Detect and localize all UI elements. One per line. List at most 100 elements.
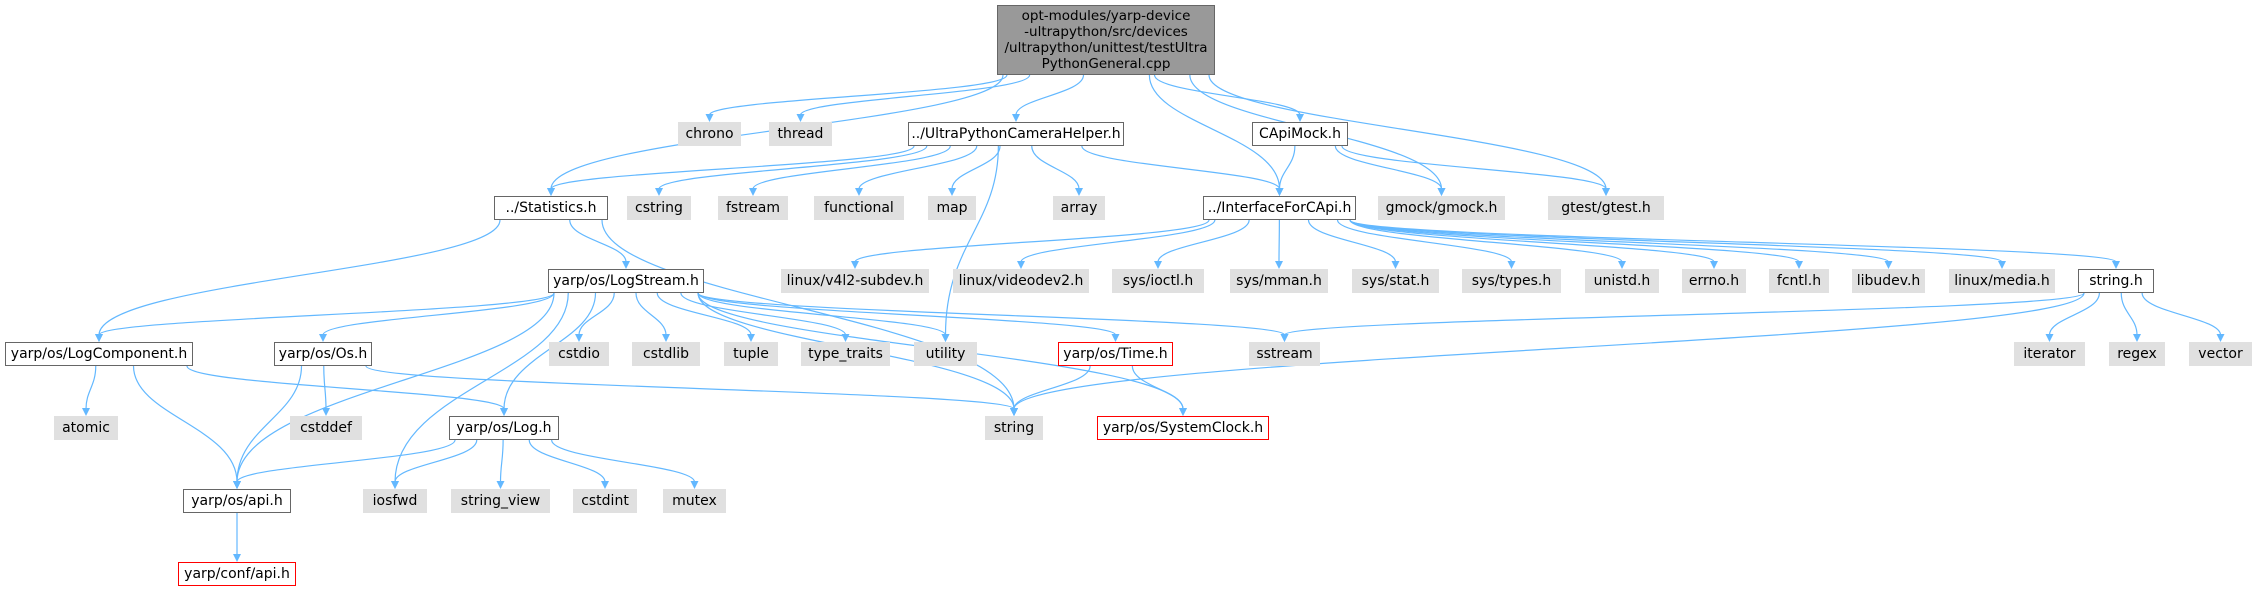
node-fstream: fstream <box>718 196 788 220</box>
node-label: gmock/gmock.h <box>1385 200 1498 216</box>
edge-os-to-cstddef <box>323 365 327 410</box>
node-yarp-systemclock[interactable]: yarp/os/SystemClock.h <box>1097 416 1269 440</box>
node-label: array <box>1060 200 1098 216</box>
node-thread: thread <box>769 122 832 146</box>
edge-arrowhead <box>747 334 755 342</box>
node-label: thread <box>777 126 824 142</box>
edge-root-to-helper <box>1015 74 1085 116</box>
node-yarp-log[interactable]: yarp/os/Log.h <box>449 416 559 440</box>
node-label: sys/stat.h <box>1361 273 1430 289</box>
edge-arrowhead <box>1618 261 1626 269</box>
edge-interface-to-ioctl <box>1157 219 1250 263</box>
node-label: yarp/os/api.h <box>191 493 283 509</box>
edge-interface-to-media <box>1349 219 2003 263</box>
node-mutex: mutex <box>663 489 726 513</box>
edge-arrowhead <box>496 481 505 489</box>
node-label: cstring <box>635 200 683 216</box>
node-string-h[interactable]: string.h <box>2078 269 2154 293</box>
node-label: cstddef <box>300 420 352 436</box>
node-interface-for-capi[interactable]: ../InterfaceForCApi.h <box>1203 196 1356 220</box>
node-label: regex <box>2117 346 2157 362</box>
node-iosfwd: iosfwd <box>363 489 427 513</box>
node-label: sys/ioctl.h <box>1122 273 1194 289</box>
node-label: vector <box>2198 346 2243 362</box>
edge-arrowhead <box>1111 334 1120 342</box>
edge-helper-to-utility <box>944 145 999 336</box>
edge-logstream-to-utility <box>697 292 947 336</box>
node-label: cstdint <box>581 493 629 509</box>
node-yarp-logcomponent[interactable]: yarp/os/LogComponent.h <box>5 342 193 366</box>
edge-stringh-to-vector <box>2141 292 2222 336</box>
edge-time-to-systemclock <box>1131 365 1184 410</box>
node-vector: vector <box>2189 342 2252 366</box>
node-root-file: opt-modules/yarp-device -ultrapython/src… <box>997 5 1215 75</box>
node-label: yarp/os/LogComponent.h <box>10 346 188 362</box>
edge-interface-to-errno <box>1349 219 1715 263</box>
edge-logstream-to-cstdlib <box>635 292 667 336</box>
node-functional: functional <box>814 196 904 220</box>
node-yarp-api[interactable]: yarp/os/api.h <box>183 489 291 513</box>
edge-arrowhead <box>1275 261 1283 269</box>
edge-arrowhead <box>233 554 241 562</box>
edge-stringh-to-iterator <box>2048 292 2100 336</box>
node-cstdio: cstdio <box>549 342 609 366</box>
edge-arrowhead <box>1884 261 1893 269</box>
edge-arrowhead <box>655 188 663 196</box>
node-label: yarp/os/SystemClock.h <box>1102 420 1264 436</box>
node-yarp-conf-api[interactable]: yarp/conf/api.h <box>178 562 296 586</box>
node-errno: errno.h <box>1682 269 1746 293</box>
node-yarp-os[interactable]: yarp/os/Os.h <box>274 342 372 366</box>
node-yarp-time[interactable]: yarp/os/Time.h <box>1058 342 1173 366</box>
node-label: linux/media.h <box>1954 273 2050 289</box>
edge-log-to-iosfwd <box>394 439 478 483</box>
node-label: ../InterfaceForCApi.h <box>1207 200 1352 216</box>
edge-statistics-to-logstream <box>569 219 627 263</box>
edge-interface-to-types <box>1336 219 1513 263</box>
edge-arrowhead <box>855 188 863 196</box>
edge-helper-to-fstream <box>752 145 951 190</box>
edge-arrowhead <box>2045 334 2054 342</box>
node-label: linux/v4l2-subdev.h <box>786 273 924 289</box>
node-tuple: tuple <box>724 342 778 366</box>
edge-arrowhead <box>1507 261 1516 269</box>
node-linux-videodev2: linux/videodev2.h <box>953 269 1089 293</box>
edge-arrowhead <box>1010 408 1018 416</box>
node-label: yarp/os/Time.h <box>1063 346 1168 362</box>
edge-interface-to-v4l2subdev <box>854 219 1210 263</box>
edge-root-to-interface <box>1148 74 1281 190</box>
edge-root-to-chrono <box>708 74 1008 116</box>
edge-os-to-api <box>236 365 303 483</box>
edge-arrowhead <box>2133 334 2141 342</box>
node-type-traits: type_traits <box>801 342 890 366</box>
edge-arrowhead <box>1795 261 1803 269</box>
node-regex: regex <box>2109 342 2165 366</box>
edge-logstream-to-iosfwd <box>394 292 569 483</box>
node-statistics[interactable]: ../Statistics.h <box>494 196 608 220</box>
node-label: fcntl.h <box>1776 273 1822 289</box>
node-label: CApiMock.h <box>1259 126 1341 142</box>
edge-logcomponent-to-api <box>132 365 238 483</box>
edge-arrowhead <box>1280 334 1289 342</box>
edge-root-to-thread <box>799 74 1031 116</box>
edge-logcomponent-to-atomic <box>85 365 97 410</box>
node-string: string <box>985 416 1043 440</box>
edge-logcomponent-to-log <box>186 365 505 410</box>
node-label: cstdlib <box>642 346 690 362</box>
edge-arrowhead <box>796 114 805 122</box>
node-label: yarp/os/Os.h <box>278 346 368 362</box>
node-yarp-logstream[interactable]: yarp/os/LogStream.h <box>548 269 704 293</box>
node-capimock[interactable]: CApiMock.h <box>1252 122 1348 146</box>
node-cstdlib: cstdlib <box>632 342 700 366</box>
edge-time-to-string <box>1013 365 1091 410</box>
node-cstring: cstring <box>627 196 691 220</box>
node-label: ../Statistics.h <box>505 200 597 216</box>
edge-log-to-api <box>236 439 456 483</box>
edge-arrowhead <box>662 334 670 342</box>
node-cstdint: cstdint <box>573 489 637 513</box>
edge-arrowhead <box>547 188 555 196</box>
node-ultrapython-camera-helper[interactable]: ../UltraPythonCameraHelper.h <box>908 122 1124 146</box>
node-label: yarp/os/Log.h <box>456 420 552 436</box>
node-utility: utility <box>914 342 977 366</box>
